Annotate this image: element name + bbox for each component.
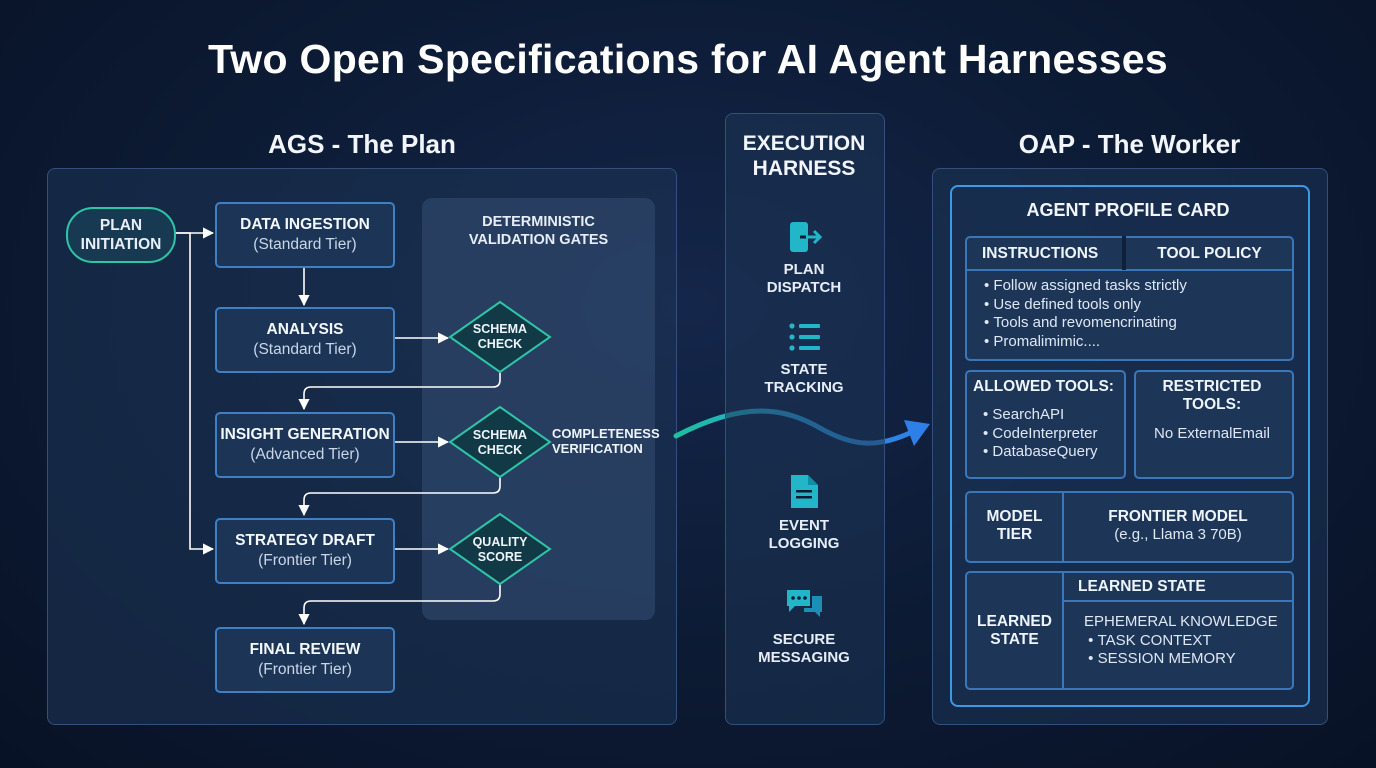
learned-state-header: LEARNED STATE: [1078, 578, 1206, 595]
instructions-box: [965, 236, 1294, 361]
instructions-list: • Follow assigned tasks strictly • Use d…: [984, 277, 1284, 351]
instructions-header: INSTRUCTIONS: [982, 245, 1099, 262]
learned-state-divider-v: [1062, 571, 1064, 690]
model-tier-divider: [1062, 491, 1064, 563]
allowed-tool-item: • CodeInterpreter: [983, 424, 1098, 442]
page-title: Two Open Specifications for AI Agent Har…: [207, 36, 1169, 82]
allowed-tool-item: • DatabaseQuery: [983, 443, 1098, 460]
allowed-tools-list: • SearchAPI • CodeInterpreter • Database…: [983, 406, 1123, 462]
restricted-tools-box: [1134, 370, 1294, 479]
learned-state-divider-h: [1062, 600, 1294, 602]
tool-policy-header: TOOL POLICY: [1157, 245, 1262, 262]
quality-score-gate: [448, 512, 552, 586]
analysis-node: ANALYSIS(Standard Tier): [215, 307, 395, 373]
schema-check-gate-2: [448, 405, 552, 479]
final-review-node: FINAL REVIEW(Frontier Tier): [215, 627, 395, 693]
insight-generation-node: INSIGHT GENERATION(Advanced Tier): [215, 412, 395, 478]
arrow-gate2-to-strategy: [298, 477, 501, 517]
model-tier-box: [965, 491, 1294, 563]
allowed-tool-item: • SearchAPI: [983, 406, 1065, 423]
instructions-divider: [965, 269, 1294, 271]
instruction-item: • Promalimimic....: [984, 332, 1101, 350]
instruction-item: • Tools and revomencrinating: [984, 314, 1177, 331]
arrow-gate1-to-insight: [298, 372, 501, 411]
learned-state-item: • SESSION MEMORY: [1084, 650, 1236, 667]
learned-state-box: [965, 571, 1294, 690]
harness-to-worker-arrowhead: [904, 420, 930, 446]
learned-state-item: • TASK CONTEXT: [1084, 631, 1212, 649]
ags-title: AGS - The Plan: [268, 129, 456, 159]
restricted-tools-value: No ExternalEmail: [1154, 425, 1270, 442]
allowed-tools-box: [965, 370, 1126, 479]
plan-initiation-node: PLAN INITIATION: [66, 207, 176, 263]
data-ingestion-node: DATA INGESTION(Standard Tier): [215, 202, 395, 268]
strategy-draft-node: STRATEGY DRAFT(Frontier Tier): [215, 518, 395, 584]
tab-gap: [1122, 236, 1126, 270]
arrow-gate3-to-final: [298, 584, 501, 626]
arrow-init-to-strategy: [174, 232, 215, 555]
agent-profile-card-title: AGENT PROFILE CARD: [1026, 200, 1230, 220]
allowed-tools-header: ALLOWED TOOLS:: [973, 378, 1114, 395]
oap-title: OAP - The Worker: [1018, 129, 1241, 159]
instruction-item: • Follow assigned tasks strictly: [984, 277, 1187, 294]
instruction-item: • Use defined tools only: [984, 295, 1142, 313]
schema-check-gate-1: [448, 300, 552, 374]
learned-state-list: EPHEMERAL KNOWLEDGE • TASK CONTEXT • SES…: [1084, 613, 1289, 669]
model-tier-value: FRONTIER MODEL (e.g., Llama 3 70B): [1108, 508, 1248, 543]
execution-harness-panel: [725, 113, 885, 725]
